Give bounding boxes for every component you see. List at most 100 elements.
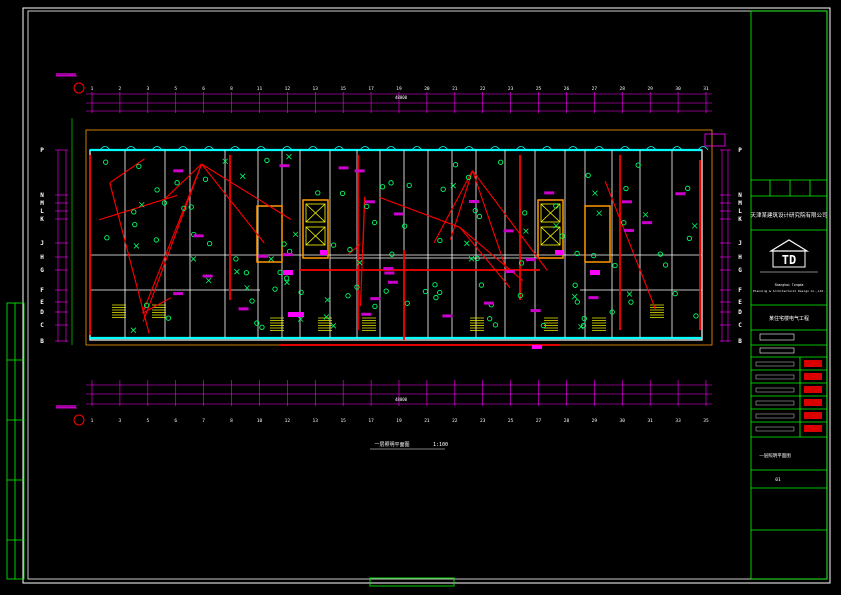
switch-symbol [324, 297, 331, 303]
circuit-wire [142, 163, 203, 314]
light-fixture [581, 315, 587, 322]
window-mark [489, 146, 501, 151]
switch-symbol [239, 173, 246, 179]
bottom-grid-label: 27 [536, 418, 542, 424]
light-fixture [254, 320, 260, 326]
bottom-grid-label: 6 [174, 418, 177, 424]
top-grid-label: 11 [257, 86, 263, 92]
circuit-wire [201, 163, 265, 244]
circuit-wire [201, 163, 292, 220]
light-fixture [136, 163, 142, 170]
left-axis-label: M [40, 200, 44, 207]
right-axis-label: N [738, 192, 742, 199]
light-fixture [202, 176, 209, 182]
switch-symbol [626, 291, 633, 297]
circuit-tag [361, 312, 372, 316]
window-mark [151, 146, 163, 151]
circuit-wire [109, 158, 145, 184]
project-name: 某住宅楼电气工程 [769, 315, 809, 322]
light-fixture [686, 235, 692, 241]
switch-symbol [356, 259, 363, 266]
light-fixture [574, 250, 580, 257]
top-grid-label: 12 [285, 86, 291, 92]
light-fixture [580, 322, 587, 329]
top-grid-label: 17 [368, 86, 374, 92]
interior-walls [90, 150, 702, 338]
bottom-grid-label: 33 [675, 418, 681, 424]
circuit-tag [173, 169, 184, 173]
light-fixture [154, 187, 160, 193]
light-fixture [585, 172, 591, 179]
light-fixture [623, 185, 629, 192]
right-axis-label: M [738, 200, 742, 207]
light-fixture [233, 256, 239, 262]
distribution-panels [283, 250, 600, 349]
bottom-grid-label: 12 [285, 418, 291, 424]
left-axis-label: K [40, 216, 44, 223]
circuit-tag [530, 309, 541, 313]
top-grid-label: 28 [620, 86, 626, 92]
light-fixture [132, 221, 138, 228]
light-fixture [277, 269, 283, 276]
circuit-tag [393, 212, 404, 216]
top-grid-label: 1 [91, 86, 94, 92]
circuit-tag [588, 296, 599, 300]
light-fixture [635, 162, 641, 168]
sheet-title: 一层照明平面图 [759, 453, 791, 459]
window-mark [203, 146, 215, 151]
switch-symbol [691, 223, 698, 229]
light-fixture [143, 302, 150, 308]
light-fixture [401, 223, 408, 229]
window-mark [177, 146, 189, 151]
top-grid-label: 3 [146, 86, 149, 92]
bottom-grid-label: 28 [564, 418, 570, 424]
left-axis-label: C [40, 322, 44, 329]
circuit-wire [164, 163, 202, 200]
right-axis-label: K [738, 216, 742, 223]
grid-origin-marker-bottom [56, 405, 85, 426]
circuit-tag [193, 234, 204, 238]
circuit-tag [623, 228, 634, 232]
switch-symbol [330, 323, 337, 329]
window-mark [385, 146, 397, 151]
title-block [750, 10, 828, 580]
light-fixture [264, 157, 270, 164]
light-fixture [354, 284, 360, 290]
light-fixture [345, 293, 351, 299]
bottom-grid-label: 5 [146, 418, 149, 424]
top-grid-label: 26 [564, 86, 570, 92]
circuit-tag [387, 280, 398, 284]
left-axis-label: D [40, 309, 44, 316]
light-fixture [153, 237, 159, 243]
light-fixture [389, 251, 395, 257]
circuit-wire [472, 170, 548, 271]
window-mark [515, 146, 527, 151]
window-mark [125, 146, 137, 151]
top-grid-label: 15 [340, 86, 346, 92]
window-mark [671, 146, 683, 151]
switch-symbol [450, 182, 456, 189]
sheet-number: 01 [775, 477, 781, 483]
circuit-tag [258, 254, 269, 258]
bottom-grid-label: 23 [480, 418, 486, 424]
light-fixture [437, 289, 443, 296]
switch-symbol [286, 153, 292, 160]
right-axis-label: H [738, 254, 742, 261]
window-mark [255, 146, 267, 151]
switch-symbol [292, 231, 299, 238]
top-grid-label: 13 [313, 86, 319, 92]
bottom-grid-label: 22 [452, 418, 458, 424]
window-mark [411, 146, 423, 151]
bottom-grid-label: 10 [257, 418, 263, 424]
stair-symbols [112, 304, 664, 331]
switch-symbol [596, 210, 602, 217]
light-fixture [693, 313, 699, 319]
light-fixture [161, 200, 168, 206]
bottom-grid-label: 7 [202, 418, 205, 424]
elevator-shafts [305, 203, 561, 246]
bottom-grid-label: 30 [620, 418, 626, 424]
circuit-tag [483, 301, 494, 305]
top-grid-label: 29 [647, 86, 653, 92]
top-grid-label: 23 [508, 86, 514, 92]
